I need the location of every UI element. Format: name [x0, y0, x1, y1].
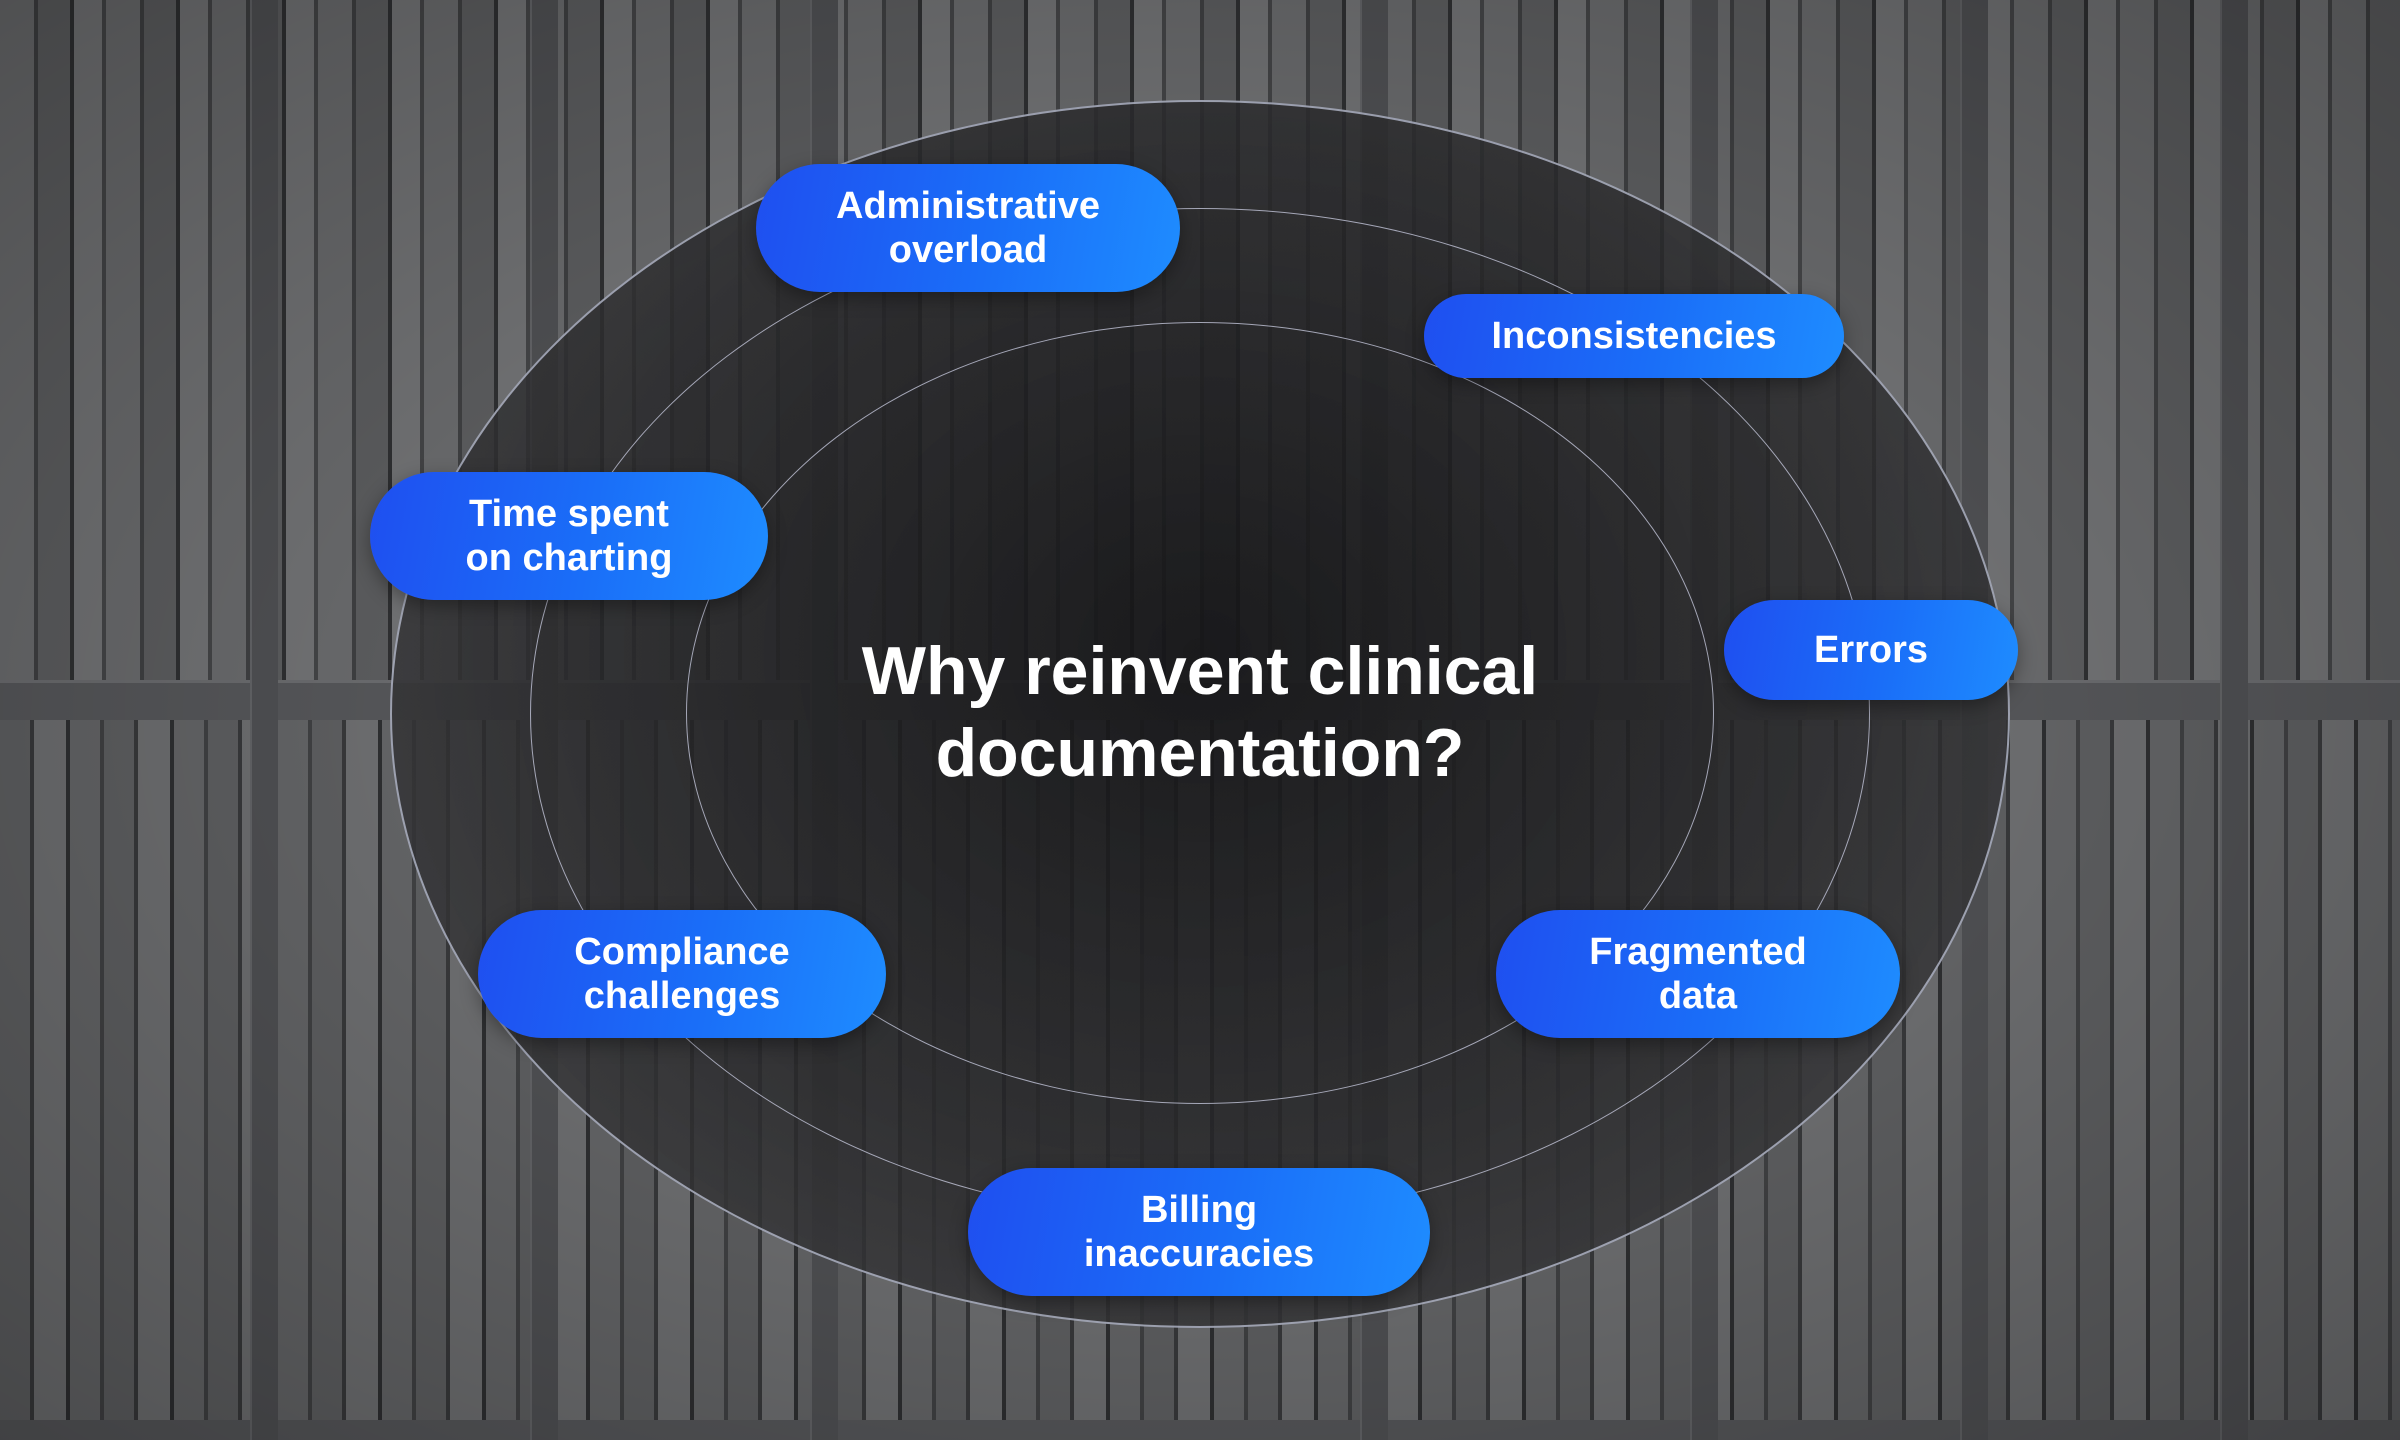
shelf-divider	[2220, 0, 2248, 1440]
issue-pill-time-spent-on-charting: Time spent on charting	[370, 472, 768, 600]
issue-label: Time spent on charting	[465, 493, 673, 579]
issue-label: Errors	[1813, 629, 1929, 671]
issue-label: Fragmented data	[1589, 931, 1807, 1017]
issue-pill-billing-inaccuracies: Billing inaccuracies	[968, 1168, 1430, 1296]
issue-label: Administrative overload	[836, 185, 1100, 271]
shelf-board	[0, 1420, 2400, 1440]
diagram-title: Why reinvent clinical documentation?	[861, 633, 1539, 791]
issue-pill-compliance-challenges: Compliance challenges	[478, 910, 886, 1038]
issue-pill-inconsistencies: Inconsistencies	[1424, 294, 1844, 378]
issue-pill-errors: Errors	[1724, 600, 2018, 700]
issue-label: Inconsistencies	[1491, 315, 1777, 357]
issue-label: Compliance challenges	[574, 931, 790, 1017]
issue-label: Billing inaccuracies	[1083, 1189, 1315, 1275]
shelf-divider	[250, 0, 278, 1440]
issue-pill-fragmented-data: Fragmented data	[1496, 910, 1900, 1038]
inner-ring	[686, 322, 1714, 1104]
issue-pill-administrative-overload: Administrative overload	[756, 164, 1180, 292]
